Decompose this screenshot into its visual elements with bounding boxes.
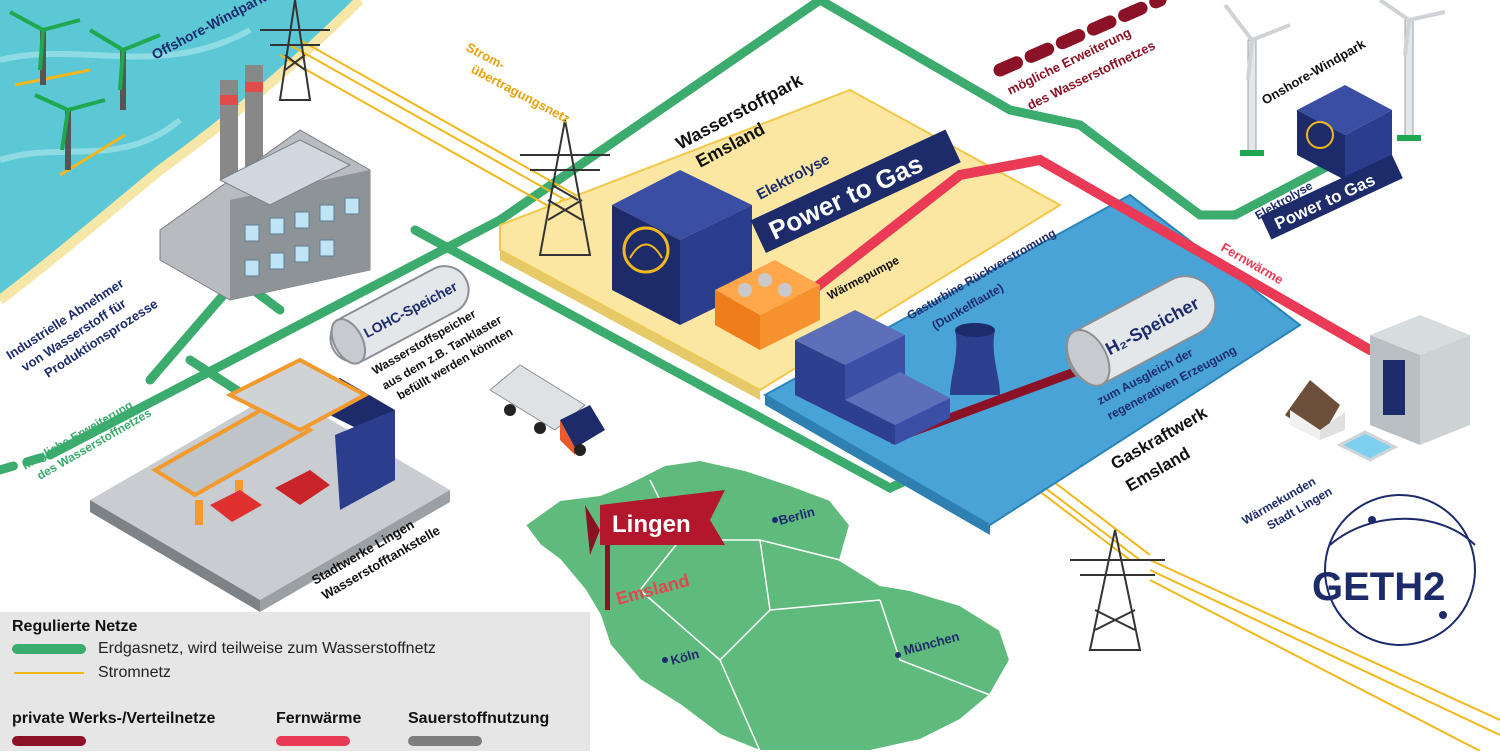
offshore-wind-turbines <box>9 10 161 177</box>
onshore-wind-turbines <box>1223 0 1446 156</box>
onshore-electrolysis-symbol-icon <box>1306 121 1334 149</box>
legend-gas-label: Erdgasnetz, wird teilweise zum Wassersto… <box>98 640 436 657</box>
electrolysis-building <box>612 170 752 325</box>
legend-power-label: Stromnetz <box>98 664 171 681</box>
muenchen-dot <box>895 652 901 658</box>
power-pylon-middle <box>520 119 610 256</box>
legend-regulated-title: Regulierte Netze <box>12 618 138 635</box>
legend-oxygen-title: Sauerstoffnutzung <box>408 710 550 727</box>
cooling-tower <box>950 323 1000 395</box>
geth2-logo: GETH2 <box>1312 494 1476 646</box>
geth2-logo-text: GETH2 <box>1312 565 1445 609</box>
koeln-dot <box>662 657 668 663</box>
map-lingen-label: Lingen <box>612 511 691 538</box>
gas-extension-dashed <box>0 450 55 475</box>
legend-oxygen-swatch <box>408 736 482 746</box>
hydrogen-filling-station <box>90 357 450 612</box>
tanker-truck <box>489 364 605 456</box>
legend-power-swatch <box>14 672 84 674</box>
legend-fern-swatch <box>276 736 350 746</box>
power-pylon-bottom <box>1070 529 1165 651</box>
apartment-tower <box>1370 315 1470 445</box>
lingen-flag: Lingen <box>585 490 725 610</box>
legend-fern-title: Fernwärme <box>276 710 362 727</box>
house <box>1285 380 1399 462</box>
berlin-dot <box>772 517 778 523</box>
h2-extension-top <box>993 0 1167 77</box>
legend-private-title: private Werks-/Verteilnetze <box>12 710 216 727</box>
district-heating-network <box>795 154 1375 355</box>
legend-private-swatch <box>12 736 86 746</box>
industry-building <box>159 65 371 301</box>
onshore-electrolysis-building <box>1297 85 1392 180</box>
gas-turbine-building <box>795 310 950 445</box>
legend-panel: Regulierte Netze Erdgasnetz, wird teilwe… <box>0 612 590 751</box>
sea-wave <box>0 117 182 163</box>
map-koeln-label: Köln <box>669 646 701 668</box>
power-pylon-top <box>260 0 330 101</box>
electrolysis-symbol-icon <box>622 226 670 274</box>
strom-label-line2: übertragungsnetz <box>469 61 573 126</box>
legend-gas-swatch <box>12 644 86 654</box>
heat-pump-unit <box>715 260 820 350</box>
